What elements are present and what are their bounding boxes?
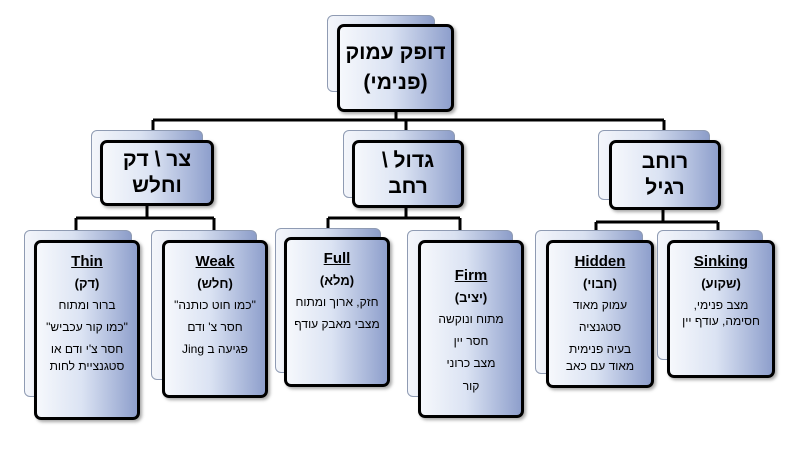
group-wide-node: רוחב רגיל xyxy=(609,140,721,210)
group-large-line2: רחב xyxy=(388,175,428,198)
leaf-firm-node: Firm (יציב) מתוח ונוקשה חסר יין מצב כרונ… xyxy=(418,240,524,418)
leaf-sinking-subtitle: (שקוע) xyxy=(701,276,741,291)
leaf-hidden-subtitle: (חבוי) xyxy=(583,276,617,291)
leaf-weak-title: Weak xyxy=(195,253,235,270)
leaf-full-item: חזק, ארוך ומתוח xyxy=(295,295,379,309)
group-wide-line2: רגיל xyxy=(645,176,685,199)
leaf-weak-item: "כמו חוט כותנה" xyxy=(174,298,256,312)
group-narrow-line2: וחלש xyxy=(132,174,182,197)
group-narrow-line1: צר \ דק xyxy=(122,147,192,171)
leaf-hidden-item: עמוק מאוד xyxy=(572,298,628,312)
leaf-sinking-title: Sinking xyxy=(693,253,749,270)
leaf-thin-node: Thin (דק) ברור ומתוח "כמו קור עכביש" חסר… xyxy=(34,240,140,420)
leaf-firm-item: מצב כרוני xyxy=(446,356,496,371)
leaf-hidden-item: בעיה פנימית מאוד עם כאב xyxy=(565,342,635,373)
leaf-firm-item: קור xyxy=(462,378,480,393)
leaf-hidden-item: סטגנציה xyxy=(578,320,622,335)
group-narrow-node: צר \ דק וחלש xyxy=(100,140,214,206)
leaf-firm-item: חסר יין xyxy=(453,334,489,349)
leaf-firm-subtitle: (יציב) xyxy=(454,290,488,305)
leaf-hidden-node: Hidden (חבוי) עמוק מאוד סטגנציה בעיה פני… xyxy=(546,240,654,388)
leaf-firm-title: Firm xyxy=(454,267,488,284)
leaf-firm-item: מתוח ונוקשה xyxy=(438,312,504,326)
root-node-subtitle: (פנימי) xyxy=(363,71,428,94)
leaf-weak-subtitle: (חלש) xyxy=(197,276,233,291)
leaf-weak-item: פגיעה ב Jing xyxy=(182,342,248,357)
leaf-thin-item: ברור ומתוח xyxy=(58,298,116,312)
root-node: דופק עמוק (פנימי) xyxy=(337,24,454,112)
group-wide-line1: רוחב xyxy=(641,149,689,173)
leaf-hidden-title: Hidden xyxy=(574,253,626,270)
leaf-weak-item: חסר צ' ודם xyxy=(187,320,243,335)
group-large-line1: גדול \ xyxy=(381,148,435,172)
leaf-full-item: מצבי מאבק עודף xyxy=(294,317,380,332)
root-node-title: דופק עמוק xyxy=(345,40,446,64)
leaf-full-title: Full xyxy=(323,250,351,267)
leaf-thin-title: Thin xyxy=(71,253,103,270)
leaf-thin-subtitle: (דק) xyxy=(74,276,100,291)
leaf-full-node: Full (מלא) חזק, ארוך ומתוח מצבי מאבק עוד… xyxy=(284,237,390,387)
leaf-thin-item: "כמו קור עכביש" xyxy=(46,320,128,335)
leaf-weak-node: Weak (חלש) "כמו חוט כותנה" חסר צ' ודם פג… xyxy=(162,240,268,398)
leaf-sinking-node: Sinking (שקוע) מצב פנימי, חסימה, עודף יי… xyxy=(667,240,775,378)
leaf-thin-item: חסר צ'י ודם או סטגנציית לחות xyxy=(49,342,125,373)
group-large-node: גדול \ רחב xyxy=(352,140,464,208)
leaf-full-subtitle: (מלא) xyxy=(319,273,355,288)
leaf-sinking-item: מצב פנימי, חסימה, עודף יין xyxy=(682,298,760,329)
